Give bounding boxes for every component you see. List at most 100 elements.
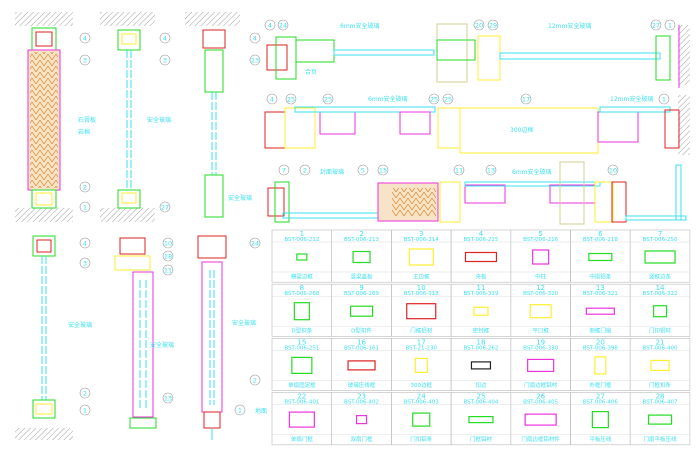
callout-bubble: 25 [285,93,297,105]
callout-bubble: 4 [79,237,91,249]
callout-circle [249,54,261,66]
callout-number: 25 [287,95,295,103]
profile-shape-icon [591,411,609,429]
profile-number: 27 [596,393,605,401]
callout-circle [377,164,389,176]
profile-number: 6 [598,230,603,238]
callout-number: 3 [83,259,87,267]
profile-label: 门扣铝材 [649,327,672,335]
callout-circle [664,19,676,31]
callout-number: 27 [652,21,660,29]
callout-bubble: 4 [266,93,278,105]
label-glass-12mm: 12mm安全玻璃 [610,95,653,103]
profile-label: 门框铝材 [470,435,493,443]
callout-number: 15 [379,166,387,174]
profile-number: 11 [476,284,485,292]
callout-bubble: 11 [453,164,465,176]
callout-circle [79,237,91,249]
callout-number: 11 [164,266,172,274]
profile-code: BST-006-216 [523,237,558,243]
profile-code: BST-006-401 [284,400,319,406]
profile-number: 12 [536,284,545,292]
callout-number: 11 [455,166,463,174]
callout-bubble: 25 [442,93,454,105]
callout-number: 13 [487,166,495,174]
label-glass: 安全玻璃 [232,319,256,327]
profile-shape-icon [532,249,550,265]
callout-circle [79,257,91,269]
profile-shape-icon [644,250,676,264]
callout-bubble: 2 [79,387,91,399]
profile-shape-icon [473,306,489,316]
callout-circle [442,93,454,105]
profile-code: BST-21-230 [406,345,438,351]
profile-number: 17 [417,338,426,346]
profile-label: 平板压线 [589,435,612,443]
profile-code: BST-006-214 [404,237,439,243]
profile-shape-icon [464,251,498,263]
profile-label: 玻璃压线框 [348,381,376,389]
callout-number: 1 [83,203,87,211]
profile-shape-icon [647,414,673,425]
callout-bubble: 1 [664,19,676,31]
profile-label: 平口框 [532,327,549,335]
callout-circle [234,404,246,416]
callout-circle [299,164,311,176]
callout-circle [487,19,499,31]
profile-number: 21 [656,338,665,346]
callout-bubble: 13 [162,392,174,404]
callout-number: 3 [163,56,167,64]
profile-shape-icon [296,253,308,261]
profile-number: 13 [596,284,605,292]
profile-code: BST-006-212 [284,237,319,243]
profile-code: BST-006-400 [643,345,678,351]
callout-circle [79,404,91,416]
profile-label: 门框扣条 [649,381,672,389]
profile-label: 外框门框 [589,381,612,389]
callout-circle [485,164,497,176]
profile-number: 22 [297,393,306,401]
profile-code: BST-006-322 [643,291,678,297]
callout-bubble: 24 [249,237,261,249]
section-door-single [15,235,73,440]
profile-code: BST-006-330 [523,345,558,351]
profile-code: BST-006-262 [463,345,498,351]
profile-code: BST-006-398 [583,345,618,351]
callout-circle [357,164,369,176]
callout-number: 13 [164,394,172,402]
label-glass-6mm: 6mm安全玻璃 [340,22,380,30]
profile-code: BST-006-161 [344,345,379,351]
profile-label: 密封框 [473,327,490,335]
profile-label: 竖框边条 [649,273,672,281]
callout-number: 5 [361,166,365,174]
callout-circle [159,201,171,213]
callout-number: 1 [668,21,672,29]
label-gypsum: 石膏板 [78,116,96,124]
profile-shape-icon [408,248,434,266]
callout-circle [79,201,91,213]
callout-bubble: 1 [79,201,91,213]
callout-bubble: 4 [159,32,171,44]
callout-circle [159,32,171,44]
callout-circle [79,181,91,193]
callout-bubble: 1 [234,404,246,416]
callout-bubble: 29 [487,19,499,31]
callout-number: 27 [161,203,169,211]
callout-circle [162,237,174,249]
profile-shape-icon [470,361,492,370]
profile-label: 竖梁盖板 [351,273,374,281]
profile-number: 26 [536,393,545,401]
callout-bubble: 17 [520,93,532,105]
callout-circle [520,93,532,105]
